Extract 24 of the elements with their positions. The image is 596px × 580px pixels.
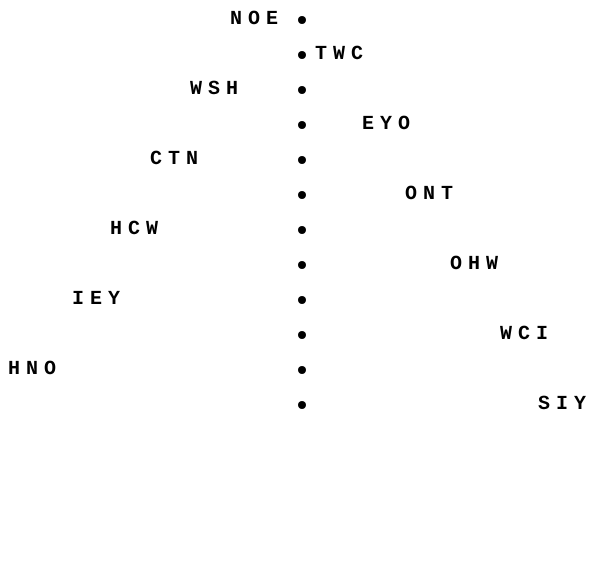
dot-label: WSH <box>190 80 244 100</box>
dot-marker <box>298 16 306 24</box>
dot-label: HCW <box>110 220 164 240</box>
dot-marker <box>298 366 306 374</box>
dot-label: TWC <box>315 45 370 65</box>
dot-marker <box>298 51 306 59</box>
dot-label: SIY <box>538 395 592 415</box>
dot-label: CTN <box>150 150 204 170</box>
dot-label: ONT <box>405 185 460 205</box>
dot-marker <box>298 261 306 269</box>
dot-label: IEY <box>72 290 126 310</box>
dot-marker <box>298 401 306 409</box>
dot-label: OHW <box>450 255 504 275</box>
dot-marker <box>298 191 306 199</box>
dot-label: NOE <box>230 10 284 30</box>
dot-label: EYO <box>362 115 416 135</box>
dot-marker <box>298 331 306 339</box>
dot-marker <box>298 86 306 94</box>
dot-marker <box>298 156 306 164</box>
dot-label: WCI <box>500 325 554 345</box>
dot-marker <box>298 296 306 304</box>
dot-label: HNO <box>8 360 62 380</box>
dot-marker <box>298 121 306 129</box>
dot-marker <box>298 226 306 234</box>
